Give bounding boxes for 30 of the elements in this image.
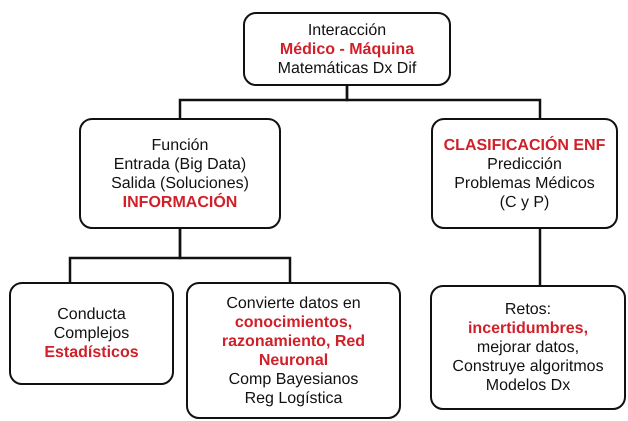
box-text: Comp Bayesianos — [228, 370, 358, 388]
box-text: incertidumbres, — [468, 319, 588, 338]
box-text: Complejos — [54, 324, 130, 343]
box-text: CLASIFICACIÓN ENF — [444, 136, 606, 154]
connector-line — [178, 229, 292, 282]
box-text: mejorar datos, — [476, 338, 580, 357]
box-text: Convierte datos en conocimientos, razonamiento, Red Neuronal — [220, 294, 366, 370]
box-text: Función — [152, 136, 208, 154]
box-text: Matemáticas Dx Dif — [278, 58, 416, 78]
box-text: Reg Logística — [244, 388, 342, 408]
box-text: Retos: — [504, 300, 552, 319]
rounded-box — [9, 282, 174, 385]
box-text: Entrada (Big Data) — [114, 154, 246, 174]
rounded-box — [431, 118, 618, 229]
box-text: Médico - Máquina — [280, 40, 414, 58]
connector-line — [538, 229, 542, 285]
box-text: Conducta — [57, 305, 126, 324]
rounded-box — [243, 12, 451, 86]
box-text: Construye algoritmos — [452, 357, 604, 376]
box-text: Estadísticos — [44, 343, 139, 362]
rounded-box — [79, 118, 281, 229]
rounded-box — [430, 285, 626, 410]
box-text: Predicción — [487, 154, 562, 174]
box-text: Problemas Médicos (C y P) — [453, 174, 596, 212]
box-text: Modelos Dx — [486, 376, 570, 395]
rounded-box — [186, 282, 401, 419]
connector-line — [346, 86, 542, 118]
box-text: INFORMACIÓN — [122, 192, 238, 212]
box-text: Interacción — [308, 20, 386, 40]
box-text: Salida (Soluciones) — [111, 174, 249, 192]
